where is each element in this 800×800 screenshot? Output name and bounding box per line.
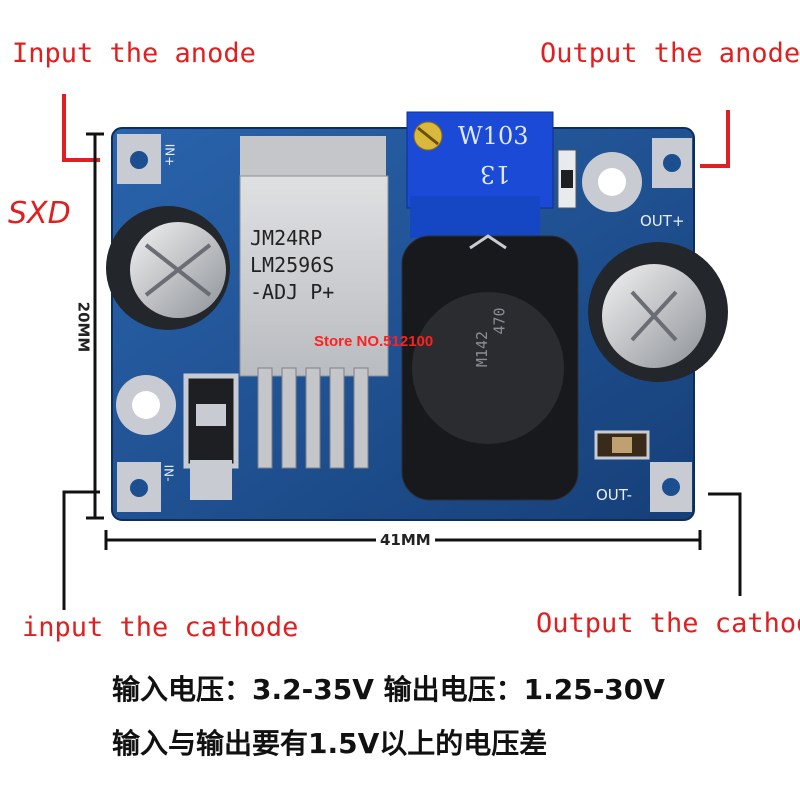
input-anode-label: Input the anode: [12, 38, 256, 69]
output-cathode-label: Output the cathode: [536, 608, 800, 639]
spec-line-1: 输入电压：3.2-35V 输出电压：1.25-30V: [112, 673, 665, 706]
regulator-tab: [240, 136, 386, 176]
pot-marking-1: W103: [458, 122, 529, 150]
regulator-chip: [239, 175, 389, 377]
inductor-marking-1: 470: [490, 307, 509, 335]
store-watermark: Store NO.512100: [314, 333, 434, 350]
brand-label: SXD: [8, 196, 71, 231]
height-dimension-label: 20MM: [74, 299, 93, 355]
spec-line-2: 输入与输出要有1.5V以上的电压差: [112, 727, 548, 760]
output-anode-label: Output the anode: [540, 38, 800, 69]
output-anode-lead: [700, 110, 730, 168]
chip-marking: JM24RP LM2596S -ADJ P+: [250, 225, 386, 306]
inductor-marking-2: M142: [473, 330, 492, 368]
silk-out-minus: OUT-: [596, 486, 632, 504]
output-cathode-lead: [708, 492, 742, 596]
input-anode-lead: [62, 94, 100, 162]
pot-marking-2: 13: [480, 160, 511, 188]
silk-in-minus: IN-: [161, 464, 176, 482]
input-cathode-label: input the cathode: [22, 612, 299, 643]
silk-out-plus: OUT+: [640, 212, 685, 230]
chip-line-3: -ADJ P+: [250, 280, 335, 304]
chip-line-1: JM24RP: [250, 226, 323, 250]
input-cathode-lead: [62, 490, 100, 610]
width-dimension-label: 41MM: [376, 531, 435, 549]
silk-in-plus: IN+: [162, 143, 177, 167]
chip-line-2: LM2596S: [250, 253, 335, 277]
